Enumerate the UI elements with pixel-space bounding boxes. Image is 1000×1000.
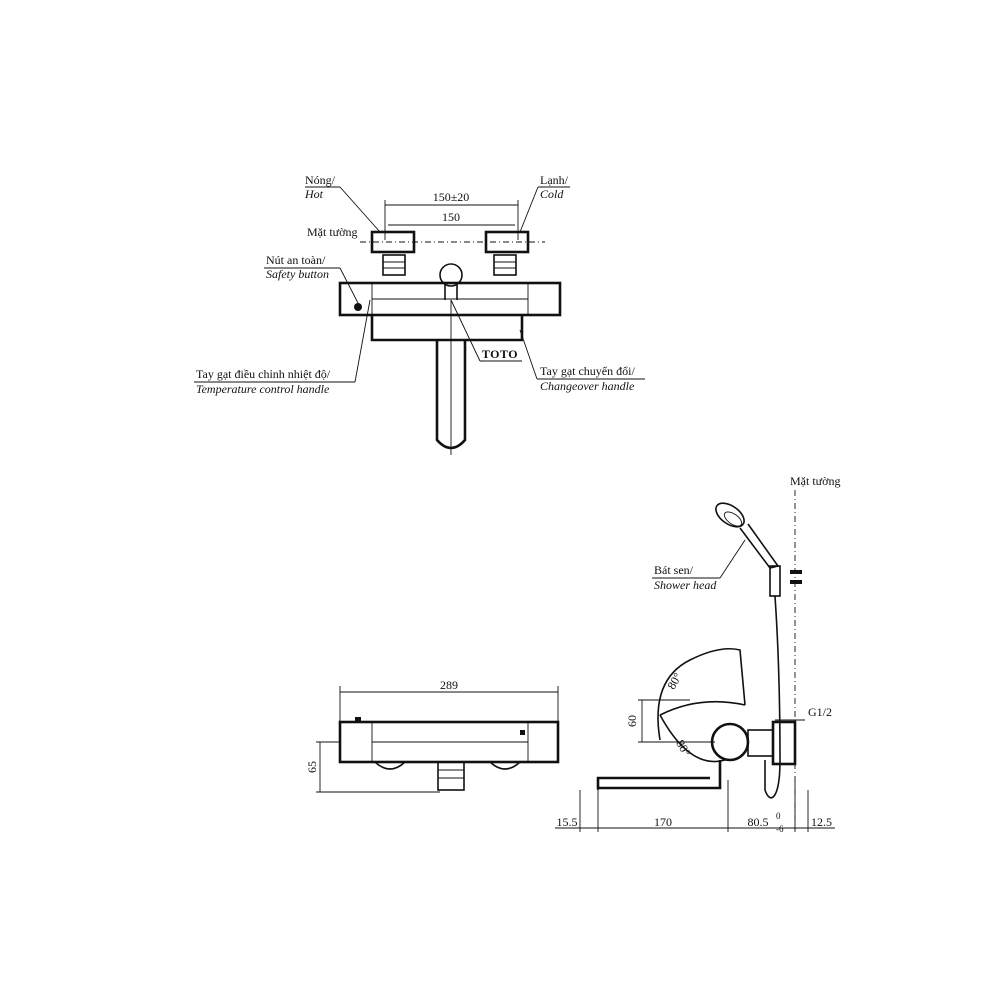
cold-label-en: Cold [540,187,564,201]
dim-width-label: 289 [440,678,458,692]
temp-handle-label-vn: Tay gạt điều chỉnh nhiệt độ/ [196,367,331,381]
hot-flange [370,230,416,254]
dim-height-label: 65 [305,761,319,773]
dim-inner-label: 150 [442,210,460,224]
left-foot [374,761,406,770]
brand-label: TOTO [482,347,518,361]
cold-flange [484,230,530,254]
dim-outer-label: 150±20 [433,190,470,204]
changeover-handle [370,315,524,342]
dim-15-5-label: 15.5 [557,815,578,829]
shower-label-vn: Bát sen/ [654,563,694,577]
right-foot [489,761,521,770]
dim-80-5-label: 80.5 [748,815,769,829]
side-wall-label: Mặt tường [790,474,841,488]
hot-nut [382,254,406,276]
mixer-body [338,281,562,317]
shower-handle [739,523,780,569]
shower-head [715,502,745,528]
safety-label-vn: Nút an toàn/ [266,253,326,267]
front-view: 289 65 [305,678,560,793]
thread-label: G1/2 [808,705,832,719]
temp-handle-label-en: Temperature control handle [196,382,330,396]
top-view: 150±20 150 Nóng/ Hot Lạnh/ Cold [194,173,645,455]
side-body [710,722,750,762]
changeover-label-en: Changeover handle [540,379,635,393]
hot-label-vn: Nóng/ [305,173,336,187]
handle-sweep [657,647,746,741]
cold-label-vn: Lạnh/ [540,173,569,187]
front-outlet [437,761,465,791]
safety-button-dot [354,303,362,311]
cold-nut [493,254,517,276]
shower-hose [764,595,781,799]
side-view: Mặt tường Bát sen/ Shower head G1/2 80° … [555,474,841,834]
changeover-label-vn: Tay gạt chuyển đổi/ [540,364,635,378]
dim-80-5-sub: -6 [776,824,784,834]
dim-170-label: 170 [654,815,672,829]
side-connector [747,729,774,757]
center-outlet [439,263,463,287]
side-spout [596,760,722,790]
shower-label-en: Shower head [654,578,717,592]
angle-top-label: 80° [664,670,685,692]
safety-label-en: Safety button [266,267,329,281]
dim-60-label: 60 [625,715,639,727]
dim-12-5-label: 12.5 [811,815,832,829]
hot-label-en: Hot [304,187,324,201]
wall-label: Mặt tường [307,225,358,239]
dim-80-5-sup: 0 [776,811,781,821]
